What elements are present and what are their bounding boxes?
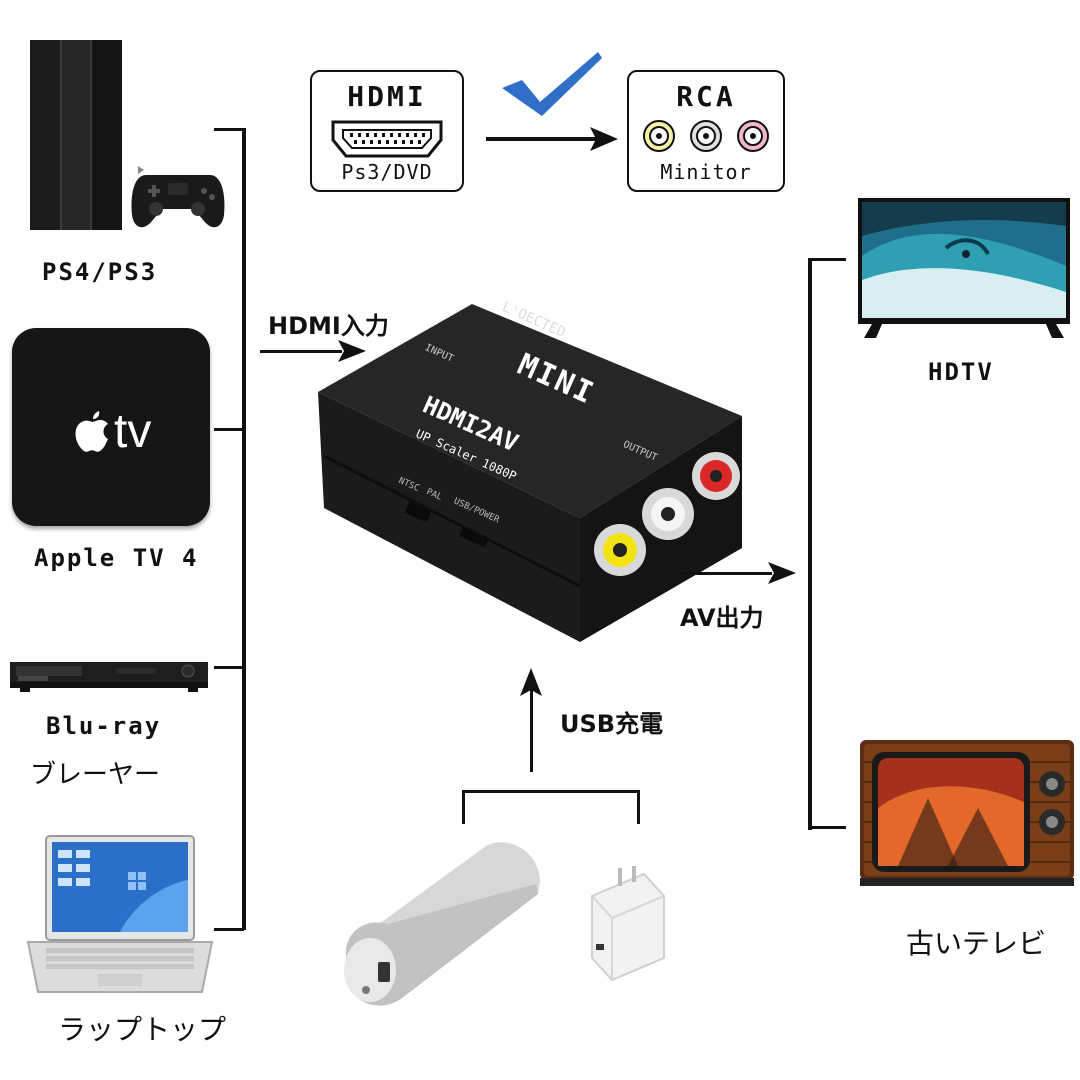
hdmi-input-arrow-line	[260, 350, 342, 353]
av-output-arrow-line	[680, 572, 772, 575]
hdmi-legend-title: HDMI	[347, 80, 427, 113]
usb-charge-arrow-line	[530, 690, 533, 772]
hdmi-to-rca-arrow-line	[486, 137, 596, 141]
hdmi2av-converter-image	[318, 304, 742, 642]
power-bank-image	[344, 842, 540, 1006]
source-tick-appletv	[214, 428, 244, 431]
hdmi-input-label: HDMI入力	[268, 312, 389, 340]
source-label-ps4: PS4/PS3	[42, 258, 158, 286]
rca-legend-subtitle: Minitor	[660, 160, 752, 184]
hdmi-legend-subtitle: Ps3/DVD	[341, 160, 433, 184]
rca-legend-box: RCA Minitor	[627, 70, 785, 192]
source-tick-laptop	[214, 928, 244, 931]
laptop-image	[26, 835, 214, 993]
power-bracket-right	[637, 790, 640, 824]
usb-charger-image	[591, 866, 665, 982]
output-tick-hdtv	[808, 258, 846, 261]
arrow-right-icon	[590, 127, 618, 151]
output-tick-old-tv	[808, 826, 846, 829]
power-bracket-top	[462, 790, 640, 793]
old-tv-image	[860, 740, 1074, 886]
checkmark-icon	[502, 52, 602, 116]
arrow-right-icon	[768, 562, 796, 584]
source-tick-ps4	[214, 128, 244, 131]
ps4-console-image	[26, 38, 156, 232]
apple-logo-icon	[75, 411, 108, 452]
av-output-label: AV出力	[680, 604, 764, 632]
rca-legend-title: RCA	[676, 80, 736, 113]
power-bracket-left	[462, 790, 465, 824]
source-bus-line	[242, 128, 246, 930]
bluray-player-image	[10, 662, 208, 692]
arrow-right-icon	[338, 340, 366, 362]
source-tick-bluray	[214, 666, 244, 669]
source-label-laptop: ラップトップ	[58, 1013, 227, 1046]
hdmi-legend-box: HDMI Ps3/DVD	[310, 70, 464, 192]
usb-charge-label: USB充電	[560, 710, 664, 738]
source-label-bluray-line1: Blu-ray	[46, 712, 162, 740]
apple-tv-device: tv	[12, 328, 210, 526]
source-label-apple-tv: Apple TV 4	[34, 544, 199, 572]
arrow-up-icon	[520, 668, 542, 696]
hdmi-port-icon	[331, 120, 443, 158]
rca-jacks-icon	[643, 120, 769, 152]
output-label-old-tv: 古いテレビ	[906, 927, 1047, 960]
source-label-bluray-line2: ブレーヤー	[30, 760, 161, 790]
output-bus-line	[808, 258, 812, 830]
hdtv-image	[858, 198, 1070, 338]
apple-tv-logo-text: tv	[114, 405, 152, 458]
gamepad-icon	[131, 175, 225, 228]
output-label-hdtv: HDTV	[928, 358, 994, 386]
